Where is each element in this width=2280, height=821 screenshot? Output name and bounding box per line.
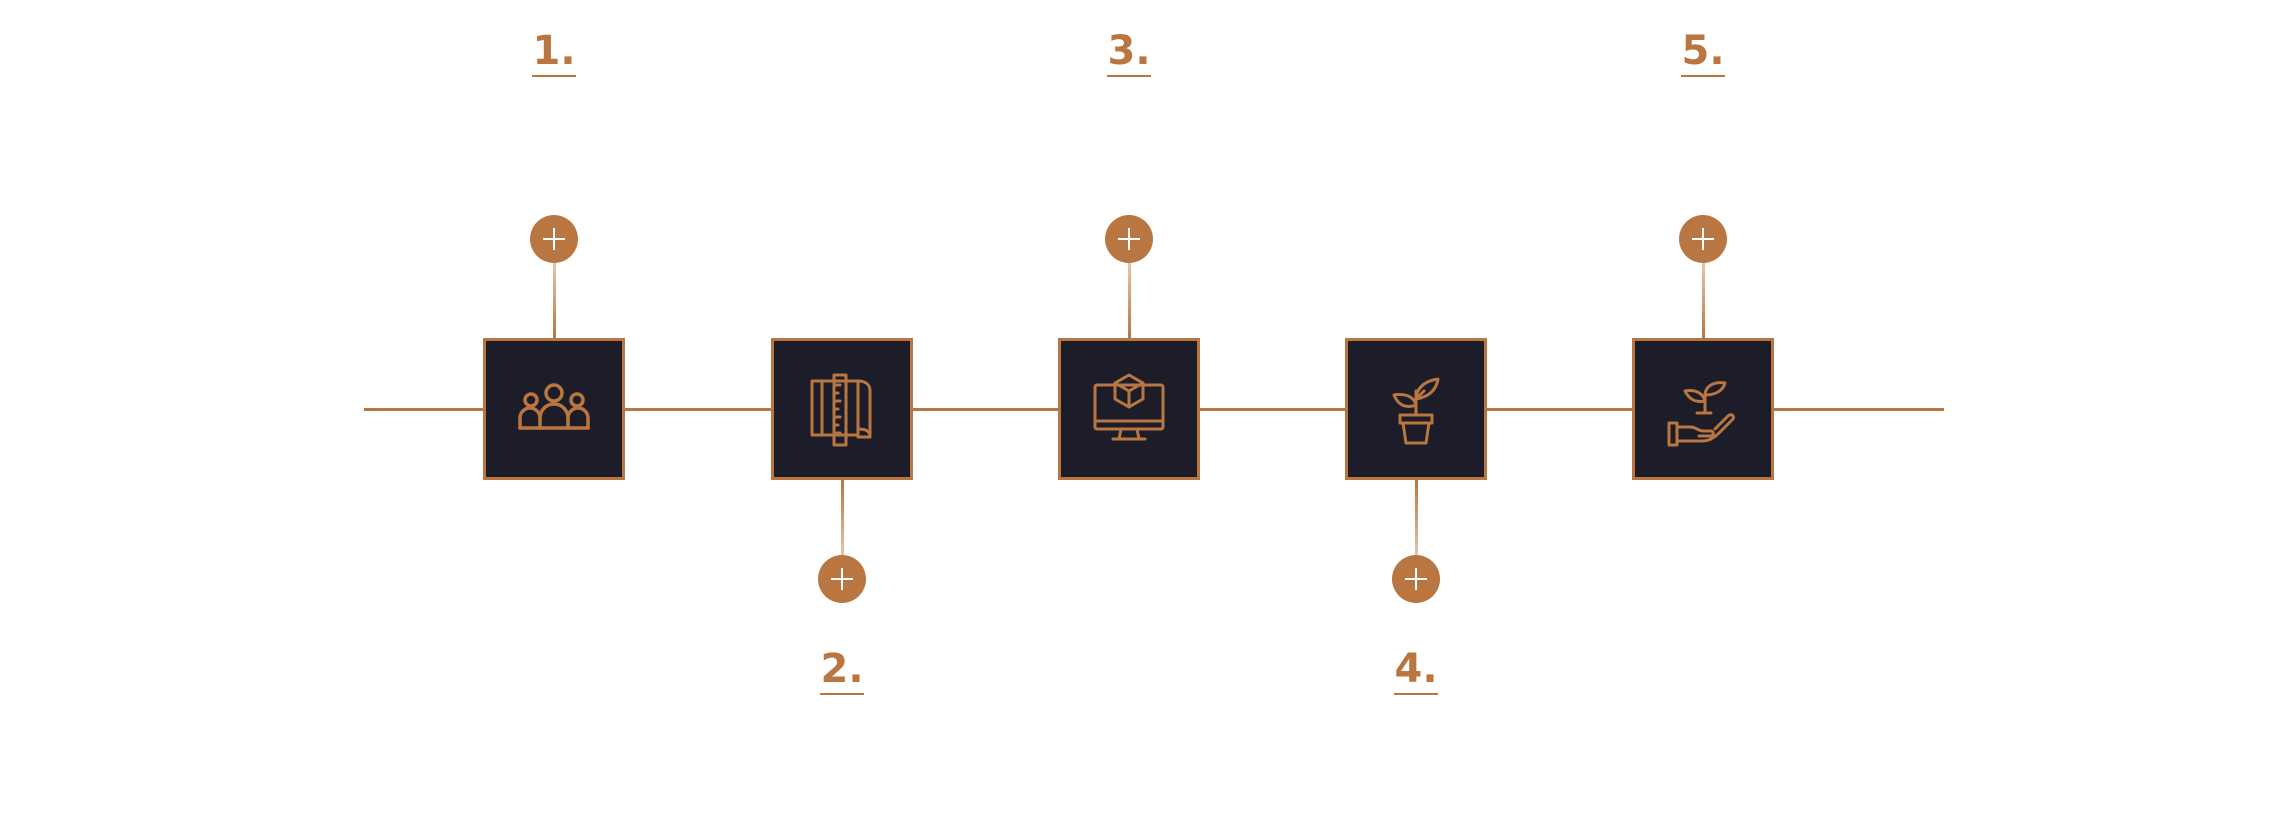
step-number: 4. <box>1356 645 1476 695</box>
step-number: 5. <box>1643 27 1763 77</box>
expand-plus-button[interactable] <box>818 555 866 603</box>
step-icon-box <box>1632 338 1774 480</box>
monitor-cube-icon <box>1093 373 1165 441</box>
step-connector <box>553 263 556 338</box>
expand-plus-button[interactable] <box>1105 215 1153 263</box>
expand-plus-button[interactable] <box>530 215 578 263</box>
step-icon-box <box>1058 338 1200 480</box>
step-connector <box>841 480 844 555</box>
step-number: 3. <box>1069 27 1189 77</box>
step-connector <box>1128 263 1131 338</box>
step-icon-box <box>771 338 913 480</box>
ruler-blueprint-icon <box>810 373 872 447</box>
step-icon-box <box>483 338 625 480</box>
step-number: 2. <box>782 645 902 695</box>
step-icon-box <box>1345 338 1487 480</box>
step-connector <box>1415 480 1418 555</box>
expand-plus-button[interactable] <box>1679 215 1727 263</box>
step-number: 1. <box>494 27 614 77</box>
team-icon <box>518 383 590 430</box>
hand-sprout-icon <box>1667 381 1735 447</box>
expand-plus-button[interactable] <box>1392 555 1440 603</box>
potted-plant-icon <box>1392 377 1440 445</box>
step-connector <box>1702 263 1705 338</box>
